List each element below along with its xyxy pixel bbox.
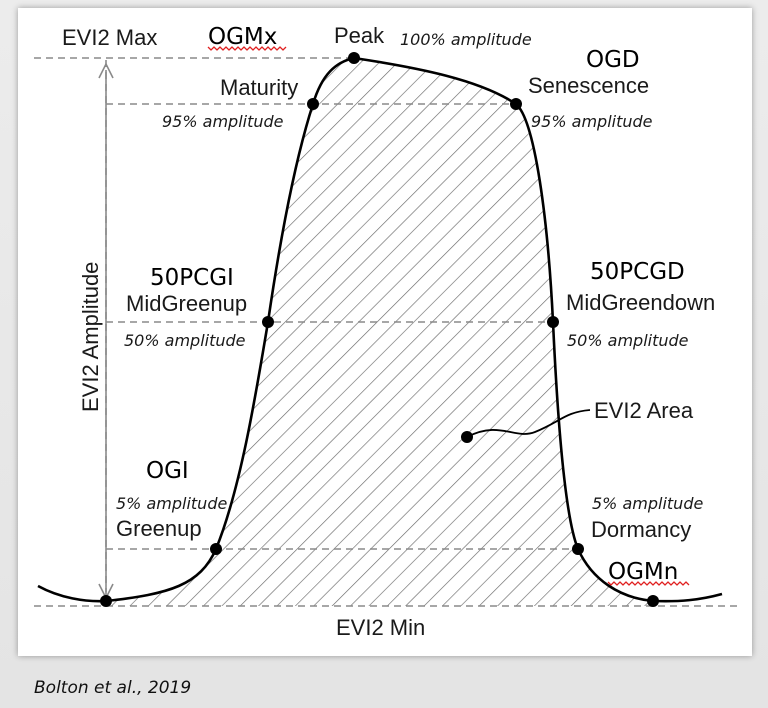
min-left-point (100, 595, 112, 607)
senescence-label: Senescence (528, 73, 649, 98)
evi2-area-hatch (106, 58, 653, 606)
midgreendown-amplitude-label: 50% amplitude (567, 331, 689, 350)
min-right-point (647, 595, 659, 607)
ogmx-label: OGMx (208, 24, 277, 50)
ogmn-label: OGMn (608, 559, 678, 585)
greenup-amplitude-label: 5% amplitude (116, 494, 227, 513)
50pcgi-label: 50PCGI (150, 265, 234, 291)
dormancy-point (572, 543, 584, 555)
evi2-max-label: EVI2 Max (62, 25, 157, 50)
peak-amplitude-label: 100% amplitude (400, 30, 532, 49)
50pcgd-label: 50PCGD (590, 259, 685, 285)
midgreendown-point (547, 316, 559, 328)
midgreenup-point (262, 316, 274, 328)
evi2-area-pointer (466, 409, 591, 438)
phenology-points (100, 52, 659, 607)
dormancy-label: Dormancy (591, 517, 691, 542)
peak-point (348, 52, 360, 64)
midgreenup-label: MidGreenup (126, 291, 247, 316)
evi2-min-label: EVI2 Min (336, 615, 425, 640)
peak-label: Peak (334, 23, 385, 48)
maturity-amplitude-label: 95% amplitude (162, 112, 284, 131)
dormancy-amplitude-label: 5% amplitude (592, 494, 703, 513)
greenup-point (210, 543, 222, 555)
ogi-label: OGI (146, 458, 189, 484)
midgreendown-label: MidGreendown (566, 290, 715, 315)
midgreenup-amplitude-label: 50% amplitude (124, 331, 246, 350)
spellcheck-marks (207, 46, 690, 586)
area-point (461, 431, 473, 443)
senescence-point (510, 98, 522, 110)
greenup-label: Greenup (116, 516, 202, 541)
y-axis-label: EVI2 Amplitude (78, 262, 103, 412)
maturity-label: Maturity (220, 75, 298, 100)
citation: Bolton et al., 2019 (34, 678, 192, 698)
ogd-label: OGD (586, 47, 640, 73)
senescence-amplitude-label: 95% amplitude (531, 112, 653, 131)
evi2-area-label: EVI2 Area (594, 398, 694, 423)
maturity-point (307, 98, 319, 110)
